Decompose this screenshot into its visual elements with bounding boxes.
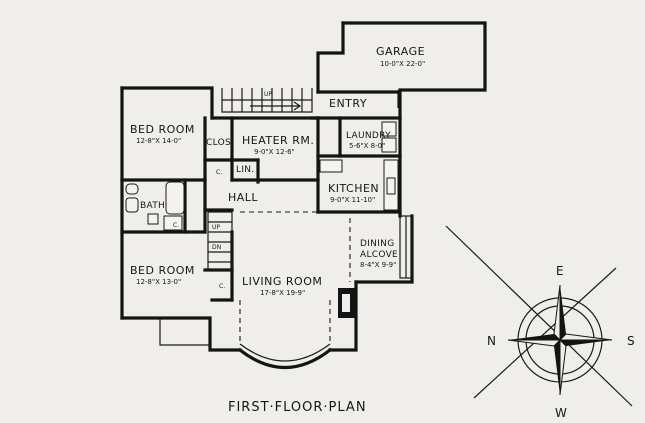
svg-text:UP: UP (212, 224, 220, 231)
dining-label: DINING (360, 239, 394, 249)
heater-room-size: 9-0"X 12-6" (254, 148, 295, 156)
laundry-label: LAUNDRY (346, 131, 391, 141)
closet-mark-2: C. (173, 222, 179, 229)
kitchen-label: KITCHEN (328, 182, 379, 195)
hall-label: HALL (228, 191, 258, 204)
svg-text:DN: DN (212, 244, 221, 251)
stair-inner: UP DN (207, 211, 233, 271)
bedroom-1-size: 12-8"X 14-0" (136, 137, 181, 145)
compass-south: S (627, 334, 635, 348)
garage-label: GARAGE (376, 45, 425, 58)
laundry-fixtures (381, 121, 397, 153)
bedroom-2-size: 12-8"X 13-0" (136, 278, 181, 286)
living-room-bay (237, 343, 333, 369)
kitchen-fixtures (319, 159, 399, 211)
linen-label: LIN. (236, 165, 254, 175)
room-labels: GARAGE 10-0"X 22-0" ENTRY UP LAUNDRY 5-6… (130, 45, 425, 297)
stair-top (221, 88, 313, 113)
compass-west: W (555, 406, 567, 420)
bedroom-2-label: BED ROOM (130, 264, 195, 277)
compass-east: E (556, 264, 564, 278)
plan-title: FIRST·FLOOR·PLAN (228, 400, 367, 415)
kitchen-size: 9-0"X 11-10" (330, 196, 375, 204)
closet-mark-3: C. (219, 283, 225, 290)
living-room-label: LIVING ROOM (242, 275, 322, 288)
stair-up-mark: UP (264, 91, 272, 98)
compass-rose: E N S W (445, 225, 635, 420)
living-room-size: 17-8"X 19-9" (260, 289, 305, 297)
garage-size: 10-0"X 22-0" (380, 60, 425, 68)
bedroom-1-label: BED ROOM (130, 123, 195, 136)
bath-fixtures (125, 181, 185, 231)
outer-walls (120, 86, 414, 352)
bath-label: BATH (140, 201, 165, 211)
dining-label-2: ALCOVE (360, 250, 398, 260)
bedroom-terrace (159, 318, 210, 346)
laundry-size: 5-6"X 8-0" (349, 142, 385, 150)
closet-label: CLOS. (206, 138, 234, 148)
closet-mark-1: C. (216, 169, 222, 176)
heater-room-label: HEATER RM. (242, 134, 314, 147)
dining-size: 8-4"X 9-9" (360, 261, 396, 269)
dining-window (399, 215, 413, 279)
entry-label: ENTRY (329, 97, 367, 110)
compass-north: N (487, 334, 496, 348)
dashed-openings (239, 211, 351, 345)
fireplace (338, 288, 356, 318)
